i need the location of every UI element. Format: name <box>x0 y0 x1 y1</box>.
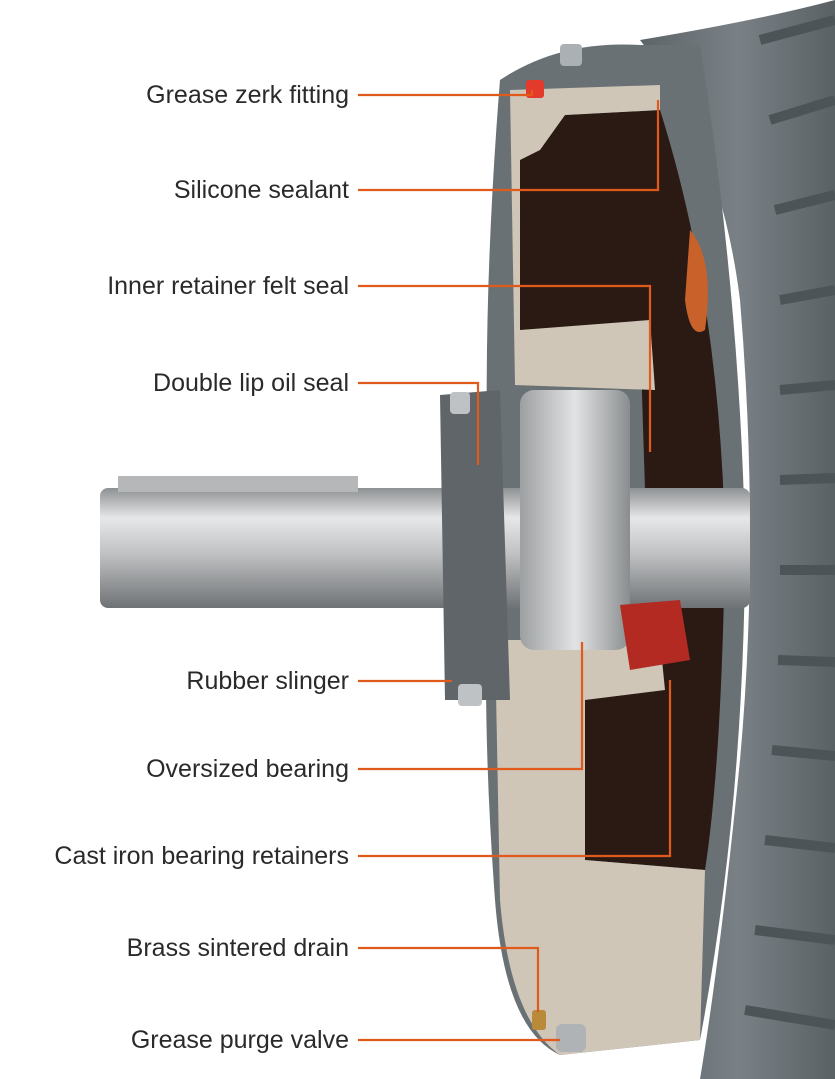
motor-frame <box>640 0 835 1079</box>
leader-silicone-sealant <box>358 100 660 192</box>
leader-inner-retainer-felt-seal <box>358 284 652 452</box>
leader-lines <box>358 90 672 1042</box>
leader-brass-sintered-drain <box>358 946 540 1012</box>
cap-bolt-top <box>450 392 470 414</box>
leader-grease-zerk-fitting <box>358 90 534 97</box>
callout-label-oversized-bearing: Oversized bearing <box>146 755 349 783</box>
purge-valve-body <box>556 1024 586 1052</box>
leader-double-lip-oil-seal <box>358 381 480 465</box>
callout-label-silicone-sealant: Silicone sealant <box>173 176 349 204</box>
callout-label-grease-purge-valve: Grease purge valve <box>130 1026 349 1054</box>
callout-label-inner-retainer-felt-seal: Inner retainer felt seal <box>107 272 349 300</box>
grease-zerk-cap <box>526 80 544 98</box>
motor-shaft <box>100 488 750 608</box>
bearing-cap <box>440 390 510 700</box>
top-bolt <box>560 44 582 66</box>
brass-drain <box>532 1010 546 1030</box>
callout-label-grease-zerk-fitting: Grease zerk fitting <box>146 81 349 109</box>
bearing <box>520 390 630 650</box>
shaft-key <box>118 476 358 492</box>
callout-label-double-lip-oil-seal: Double lip oil seal <box>153 369 349 397</box>
callout-label-rubber-slinger: Rubber slinger <box>186 667 349 695</box>
leader-oversized-bearing <box>358 642 584 771</box>
red-slinger-part <box>620 600 690 670</box>
callout-label-brass-sintered-drain: Brass sintered drain <box>126 934 349 962</box>
cap-bolt-bottom <box>458 684 482 706</box>
callout-label-cast-iron-bearing-retainers: Cast iron bearing retainers <box>54 842 349 870</box>
leader-cast-iron-bearing-retainers <box>358 680 672 858</box>
